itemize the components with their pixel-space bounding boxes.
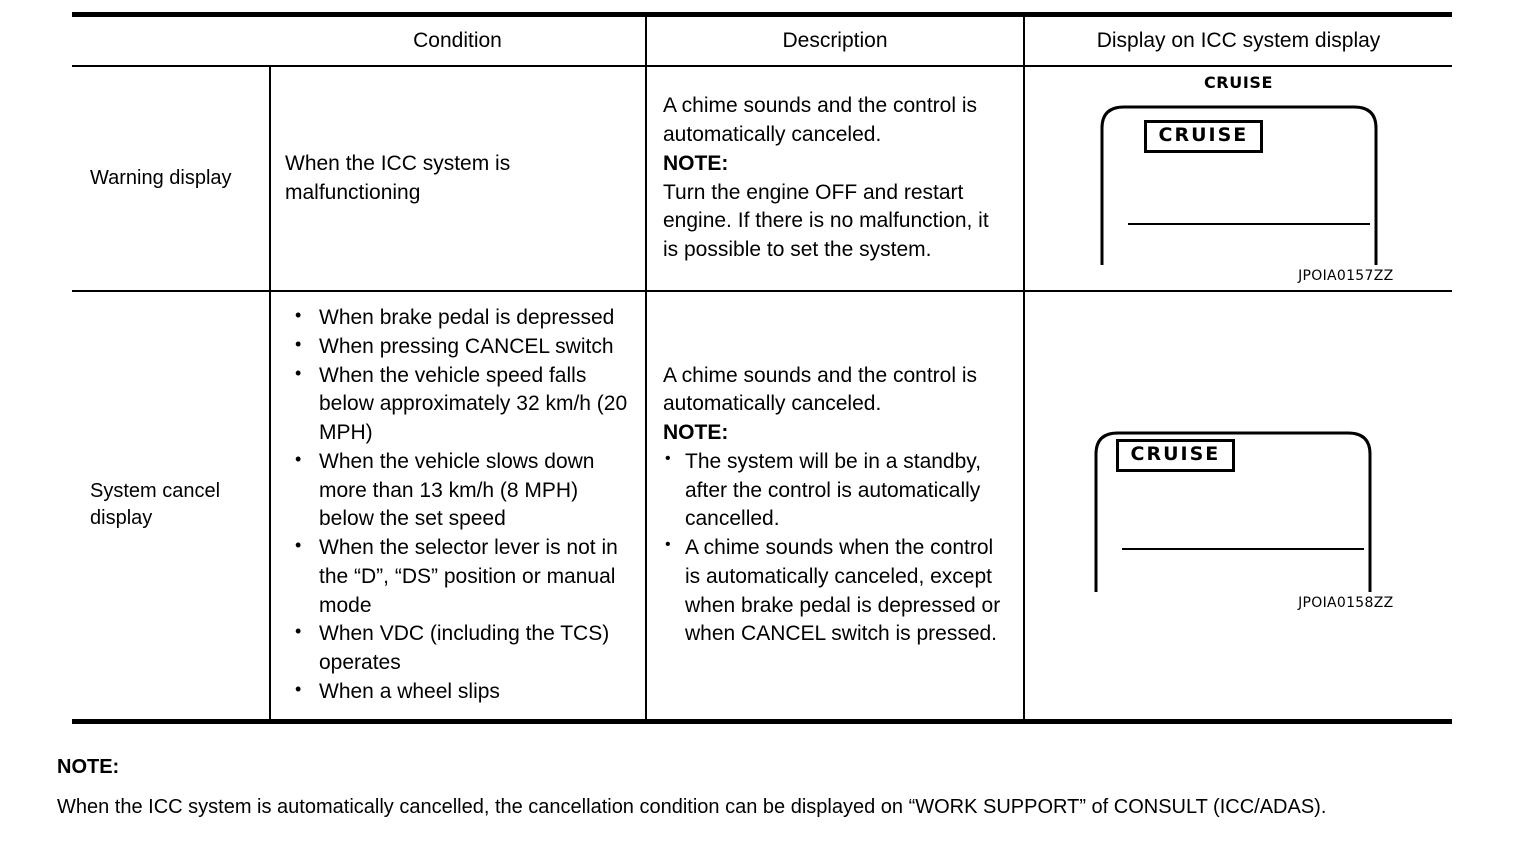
cruise-indicator-box: CRUISE (1115, 438, 1236, 472)
list-item: When the vehicle speed falls below appro… (285, 361, 635, 448)
list-item: When brake pedal is depressed (285, 303, 635, 333)
illustration-top-caption: CRUISE (1203, 73, 1274, 92)
description-note-label: NOTE: (663, 421, 729, 445)
description-note-bullet-list: The system will be in a standby, after t… (663, 448, 1009, 649)
row-description-warning-display: A chime sounds and the control is automa… (645, 66, 1024, 292)
icc-display-illustration-2: CRUISE JPOIA0158ZZ (1084, 400, 1394, 611)
list-item: When a wheel slips (285, 677, 635, 707)
cruise-indicator-box: CRUISE (1143, 120, 1264, 153)
meter-outline-shape (1094, 431, 1371, 592)
description-note-text: Turn the engine OFF and restart engine. … (663, 180, 989, 262)
icc-system-display-table: Condition Description Display on ICC sys… (72, 12, 1452, 724)
list-item: A chime sounds when the control is autom… (663, 534, 1009, 649)
meter-screen-outline: CRUISE (1084, 94, 1394, 266)
row-label-system-cancel-display: System cancel display (72, 291, 270, 724)
footer-note: NOTE: When the ICC system is automatical… (57, 752, 1477, 823)
row-display-warning-display: CRUISE CRUISE JPOIA0157ZZ (1023, 66, 1452, 292)
cruise-indicator-label: CRUISE (1130, 442, 1221, 465)
illustration-id: JPOIA0158ZZ (1298, 594, 1394, 611)
meter-outline-shape (1100, 105, 1377, 265)
list-item: When the selector lever is not in the “D… (285, 533, 635, 620)
table-header-row: Condition Description Display on ICC sys… (72, 12, 1452, 67)
row-display-system-cancel-display: CRUISE JPOIA0158ZZ (1023, 291, 1452, 724)
list-item: When the vehicle slows down more than 13… (285, 447, 635, 534)
column-header-description: Description (645, 12, 1024, 67)
list-item: When pressing CANCEL switch (285, 332, 635, 362)
column-header-spacer (72, 12, 270, 67)
condition-text: When the ICC system is malfunctioning (285, 151, 511, 204)
description-note-label: NOTE: (663, 151, 729, 175)
footer-note-text: When the ICC system is automatically can… (57, 796, 1327, 818)
row-description-system-cancel-display: A chime sounds and the control is automa… (645, 291, 1024, 724)
table-row-warning-display: Warning display When the ICC system is m… (72, 66, 1452, 292)
cruise-indicator-label: CRUISE (1158, 124, 1249, 146)
list-item: The system will be in a standby, after t… (663, 448, 1009, 534)
list-item: When VDC (including the TCS) operates (285, 619, 635, 678)
footer-note-label: NOTE: (57, 756, 120, 778)
description-lead: A chime sounds and the control is automa… (663, 94, 978, 146)
illustration-id: JPOIA0157ZZ (1298, 268, 1394, 284)
icc-display-illustration-1: CRUISE CRUISE JPOIA0157ZZ (1084, 73, 1394, 284)
description-lead: A chime sounds and the control is automa… (663, 363, 978, 416)
meter-screen-outline: CRUISE (1084, 421, 1394, 593)
row-condition-system-cancel-display: When brake pedal is depressed When press… (269, 291, 646, 724)
row-label-warning-display: Warning display (72, 66, 270, 292)
table-row-system-cancel-display: System cancel display When brake pedal i… (72, 291, 1452, 724)
condition-bullet-list: When brake pedal is depressed When press… (285, 303, 635, 707)
column-header-condition: Condition (270, 12, 646, 67)
row-condition-warning-display: When the ICC system is malfunctioning (269, 66, 646, 292)
column-header-display: Display on ICC system display (1023, 12, 1452, 67)
